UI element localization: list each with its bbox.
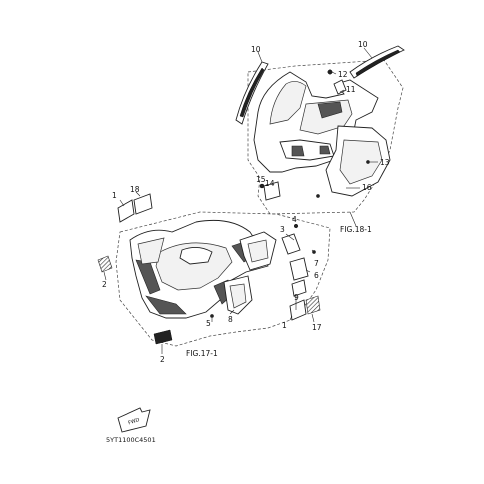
drawing-code: 5YT1100C4501 bbox=[106, 436, 156, 444]
rear-screw bbox=[366, 160, 370, 164]
callout-9: 9 bbox=[294, 293, 299, 302]
callout-10-right: 10 bbox=[358, 40, 368, 49]
callout-8: 8 bbox=[228, 315, 233, 324]
callout-4: 4 bbox=[292, 215, 297, 224]
callout-17: 17 bbox=[312, 323, 322, 332]
emblem-decal-right bbox=[349, 45, 405, 79]
callout-1-right: 1 bbox=[282, 321, 287, 330]
figure-ref-front: FIG.17-1 bbox=[186, 349, 218, 358]
side-decal-2-upper bbox=[97, 255, 113, 273]
callout-7: 7 bbox=[314, 259, 319, 268]
callout-14: 14 bbox=[265, 179, 275, 188]
callout-18: 18 bbox=[130, 185, 140, 194]
callout-12: 12 bbox=[338, 70, 348, 79]
front-fender-group: 1 18 2 2 3 4 7 6 9 5 8 1 17 FIG.17-1 bbox=[97, 185, 331, 364]
callout-1-left: 1 bbox=[112, 191, 117, 200]
callout-3: 3 bbox=[280, 225, 285, 234]
side-decal-17 bbox=[289, 295, 321, 321]
callout-15: 15 bbox=[256, 175, 266, 184]
forward-direction-arrow: FWD bbox=[117, 407, 151, 433]
callout-13: 13 bbox=[380, 158, 390, 167]
rear-fender bbox=[253, 71, 391, 197]
rear-group-boundary bbox=[247, 59, 404, 215]
rear-screw bbox=[316, 194, 320, 198]
side-decal-18 bbox=[117, 193, 153, 223]
callout-11: 11 bbox=[346, 85, 356, 94]
front-fender bbox=[129, 219, 277, 319]
callout-10-left: 10 bbox=[251, 45, 261, 54]
callout-16: 16 bbox=[362, 183, 372, 192]
callout-2-lower: 2 bbox=[160, 355, 165, 364]
callout-5: 5 bbox=[206, 319, 211, 328]
front-lower-panel bbox=[223, 275, 253, 315]
front-group-boundary bbox=[115, 211, 331, 347]
rear-fender-group: 10 10 12 11 13 15 14 16 FIG.18-1 bbox=[235, 40, 405, 234]
fwd-label: FWD bbox=[127, 417, 140, 426]
emblem-decal-left bbox=[235, 61, 269, 125]
callout-6: 6 bbox=[314, 271, 319, 280]
side-decal-2-lower bbox=[153, 329, 173, 345]
figure-ref-rear: FIG.18-1 bbox=[340, 225, 372, 234]
bracket-assembly bbox=[210, 223, 316, 318]
callout-2-upper: 2 bbox=[102, 280, 107, 289]
